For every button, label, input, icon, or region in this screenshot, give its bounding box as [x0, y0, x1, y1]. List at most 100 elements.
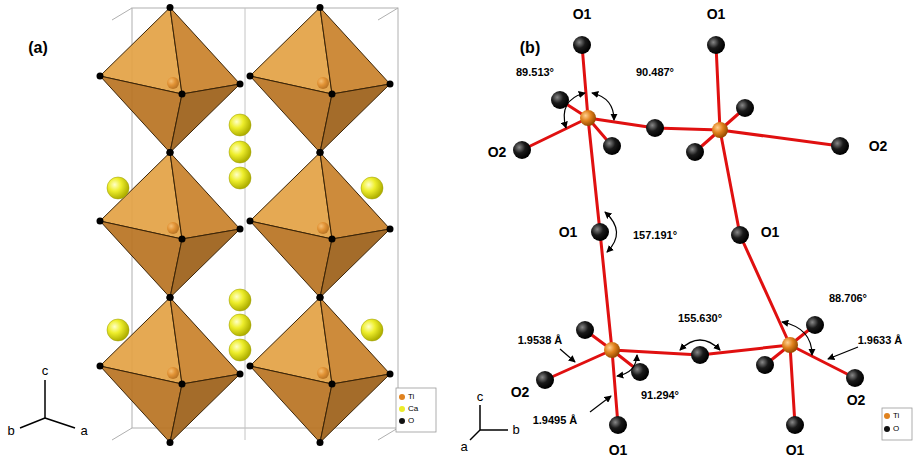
axis-label: c — [42, 364, 49, 377]
ti-o-bond — [545, 350, 612, 380]
axis-line — [20, 418, 45, 428]
o-atom — [317, 294, 324, 301]
ball-stick-panel — [470, 36, 912, 440]
axis-line — [45, 418, 75, 428]
atom-label: O1 — [573, 7, 592, 21]
ti-atom — [317, 222, 329, 234]
ca-atom — [229, 339, 251, 361]
ti-atom — [167, 77, 179, 89]
o-atom — [576, 321, 594, 339]
ca-atom — [229, 114, 251, 136]
axis-label: b — [512, 423, 519, 436]
ti-atom — [604, 342, 620, 358]
o-atom — [731, 226, 749, 244]
o-atom — [237, 371, 244, 378]
ti-octahedron — [97, 149, 244, 301]
legend-text: O — [408, 417, 414, 425]
leader-arrow — [828, 347, 858, 359]
ca-atom — [229, 167, 251, 189]
cell-edge — [112, 8, 132, 20]
angle-arc — [782, 322, 812, 355]
o-atom — [387, 226, 394, 233]
o-atom — [536, 371, 554, 389]
panel-label: (b) — [520, 40, 540, 56]
ti-atom — [317, 77, 329, 89]
axis-line — [44, 380, 46, 418]
o-atom — [686, 143, 704, 161]
ti-o-bond — [720, 130, 840, 146]
octahedron-face — [320, 298, 390, 385]
o-atom — [831, 137, 849, 155]
angle-arc — [605, 212, 617, 252]
o-atom — [513, 141, 531, 159]
o-atom — [247, 363, 254, 370]
o-atom — [97, 363, 104, 370]
o-atom — [317, 4, 324, 11]
o-atom — [387, 371, 394, 378]
octahedron-face — [170, 84, 240, 153]
atom-label: O2 — [847, 393, 866, 407]
o-atom — [591, 223, 609, 241]
o-atom — [179, 91, 186, 98]
o-atom — [167, 294, 174, 301]
ti-o-bond — [655, 128, 720, 130]
legend-text: O — [893, 425, 899, 433]
ca-atom — [107, 319, 129, 341]
octahedron-face — [170, 153, 240, 240]
axis-triad — [470, 405, 508, 440]
axis-line — [470, 430, 480, 440]
legend-swatch — [884, 413, 890, 419]
axis-label: b — [7, 424, 14, 437]
o-atom — [247, 218, 254, 225]
octahedron-face — [320, 229, 390, 298]
octahedron-face — [170, 8, 240, 95]
legend-entry: Ti — [884, 412, 899, 420]
angle-label: 91.294° — [641, 390, 679, 401]
o-atom — [97, 73, 104, 80]
o-atom — [846, 369, 864, 387]
ti-atom — [317, 367, 329, 379]
octahedra — [97, 4, 394, 446]
o-atom — [247, 73, 254, 80]
axis-triad — [20, 380, 75, 428]
o-atom — [573, 36, 591, 54]
octahedron-face — [250, 366, 332, 443]
legend-entry: O — [884, 425, 899, 433]
o-atom — [317, 149, 324, 156]
octahedron-face — [170, 298, 240, 385]
o-atom — [317, 149, 324, 156]
ti-octahedron — [97, 294, 244, 446]
axis-line — [480, 429, 508, 431]
leader-arrow — [590, 396, 611, 412]
angle-arc — [564, 93, 585, 128]
atom-label: O2 — [488, 145, 507, 159]
ti-o-bond — [612, 350, 700, 355]
atom-label: O1 — [559, 225, 578, 239]
ti-o-bond — [740, 235, 790, 345]
atom-label: O1 — [707, 7, 726, 21]
o-atom — [756, 356, 774, 374]
o-atom — [97, 218, 104, 225]
o-atom — [167, 294, 174, 301]
o-atom — [329, 91, 336, 98]
ti-o-bond — [588, 118, 600, 232]
legend-swatch — [399, 418, 405, 424]
ti-octahedron — [247, 149, 394, 301]
ti-atom — [167, 367, 179, 379]
atom-label: O2 — [511, 385, 530, 399]
bond-length-label: 1.9495 Å — [533, 415, 578, 426]
legend-text: Ti — [893, 412, 899, 420]
legend-text: Ti — [408, 393, 414, 401]
octahedron-face — [100, 221, 182, 298]
bond-length-label: 1.9538 Å — [518, 335, 563, 346]
ca-atom — [361, 177, 383, 199]
atom-label: O2 — [869, 139, 888, 153]
ti-o-bond — [790, 345, 795, 425]
bonds — [522, 45, 855, 425]
ti-o-bond — [582, 45, 588, 118]
o-atom — [786, 416, 804, 434]
ti-atom — [167, 222, 179, 234]
ti-octahedron — [247, 4, 394, 156]
